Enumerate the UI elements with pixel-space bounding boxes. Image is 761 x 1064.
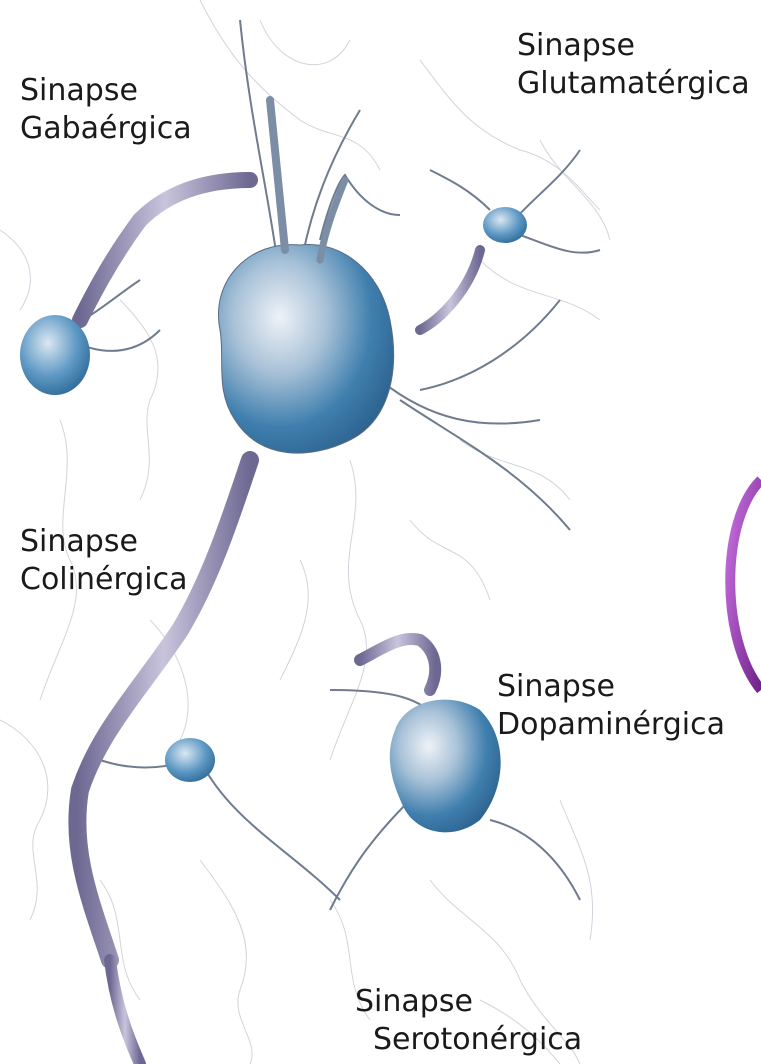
accent-ring [730, 480, 761, 690]
label-cholinergic-line2: Colinérgica [20, 561, 188, 599]
label-serotonergic: Sinapse Serotonérgica [355, 983, 582, 1059]
label-cholinergic: Sinapse Colinérgica [20, 523, 188, 599]
neuron-central [218, 100, 393, 453]
neuron-small [165, 738, 215, 782]
label-gabaergic: Sinapse Gabaérgica [20, 72, 192, 148]
label-gabaergic-line1: Sinapse [20, 72, 192, 110]
label-serotonergic-line1: Sinapse [355, 983, 582, 1021]
label-dopaminergic-line2: Dopaminérgica [497, 706, 725, 744]
label-glutamatergic-line1: Sinapse [517, 27, 750, 65]
label-glutamatergic: Sinapse Glutamatérgica [517, 27, 750, 103]
label-dopaminergic: Sinapse Dopaminérgica [497, 668, 725, 744]
label-gabaergic-line2: Gabaérgica [20, 110, 192, 148]
neuron-dopa [390, 700, 501, 833]
label-cholinergic-line1: Sinapse [20, 523, 188, 561]
label-serotonergic-line2: Serotonérgica [373, 1021, 582, 1059]
neuron-gaba [20, 315, 90, 395]
neuron-glut [483, 207, 527, 243]
dendrites [60, 20, 600, 910]
label-glutamatergic-line2: Glutamatérgica [517, 65, 750, 103]
label-dopaminergic-line1: Sinapse [497, 668, 725, 706]
